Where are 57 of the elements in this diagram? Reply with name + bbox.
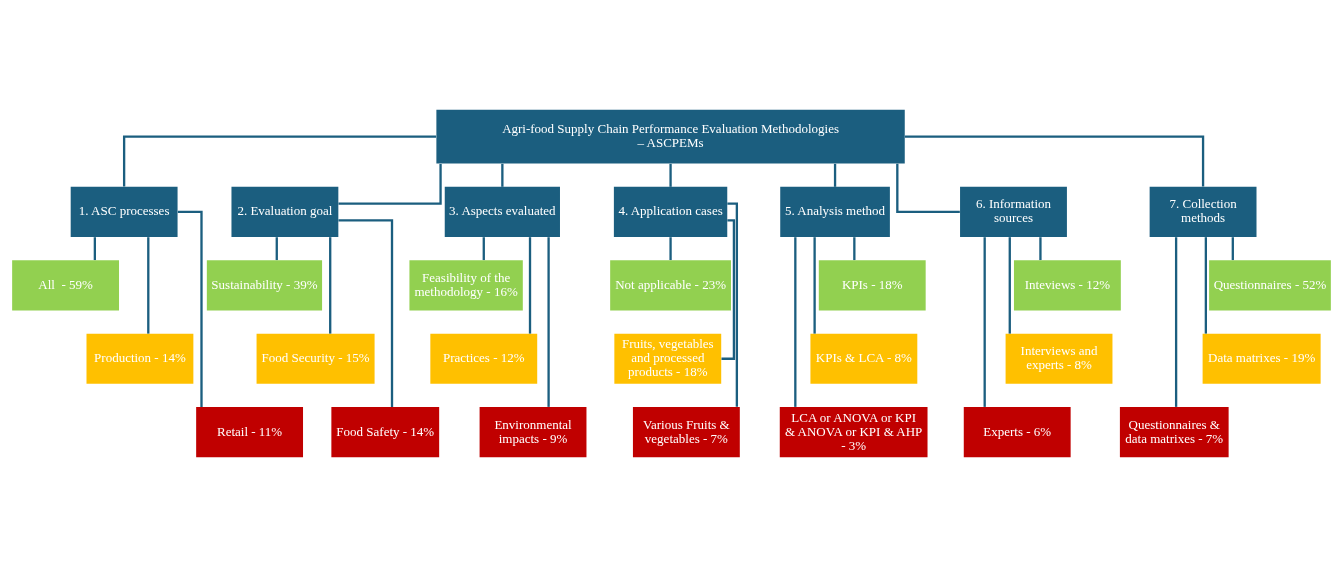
node-box: LCA or ANOVA or KPI & ANOVA or KPI & AHP - 3% xyxy=(779,407,928,458)
node-box: Environmental impacts - 9% xyxy=(479,407,587,458)
connector xyxy=(813,237,816,334)
connector xyxy=(669,237,672,261)
node-box: 2. Evaluation goal xyxy=(231,186,339,238)
node-box: Food Safety - 14% xyxy=(331,407,440,458)
node-box: 6. Information sources xyxy=(960,186,1067,238)
node-box: 3. Aspects evaluated xyxy=(444,186,560,238)
node-box: KPIs - 18% xyxy=(818,260,926,311)
connector xyxy=(482,237,485,261)
connector xyxy=(794,237,797,407)
connector xyxy=(669,163,672,187)
node-box: All - 59% xyxy=(12,260,119,311)
node-box: Inteviews - 12% xyxy=(1013,260,1121,311)
connector xyxy=(547,237,550,407)
connector xyxy=(338,219,394,408)
node-box: 1. ASC processes xyxy=(70,186,178,238)
node-box: Experts - 6% xyxy=(963,407,1071,458)
connector xyxy=(122,135,437,187)
node-box: Various Fruits & vegetables - 7% xyxy=(632,407,740,458)
connector xyxy=(727,202,738,407)
node-box: Interviews and experts - 8% xyxy=(1005,333,1113,384)
connector xyxy=(528,237,532,334)
node-box: Production - 14% xyxy=(86,333,194,384)
connector xyxy=(1008,237,1011,334)
connector xyxy=(1174,237,1178,407)
node-box: Agri-food Supply Chain Performance Evaluation Methodologies – ASCPEMs xyxy=(436,109,905,164)
node-box: 4. Application cases xyxy=(613,186,728,238)
node-box: Fruits, vegetables and processed products - 18% xyxy=(614,333,722,384)
connector xyxy=(93,237,96,261)
connector xyxy=(904,135,1205,187)
node-box: 7. Collection methods xyxy=(1149,186,1257,238)
connector xyxy=(833,163,837,187)
connector xyxy=(147,237,150,334)
connector xyxy=(1039,237,1042,261)
node-box: Feasibility of the methodology - 16% xyxy=(409,260,523,311)
node-box: KPIs & LCA - 8% xyxy=(810,333,918,384)
node-box: Data matrixes - 19% xyxy=(1202,333,1321,384)
connector xyxy=(853,237,856,261)
connector xyxy=(275,237,278,261)
connector xyxy=(501,163,504,187)
connector xyxy=(896,163,960,214)
node-box: Retail - 11% xyxy=(196,407,303,458)
node-box: Questionnaires - 52% xyxy=(1209,260,1331,311)
connector xyxy=(1231,237,1234,261)
connector xyxy=(177,210,203,407)
connector xyxy=(338,163,442,205)
connector xyxy=(721,219,736,360)
connector xyxy=(983,237,986,407)
node-box: Sustainability - 39% xyxy=(206,260,323,311)
node-box: Questionnaires & data matrixes - 7% xyxy=(1119,407,1229,458)
connector xyxy=(329,237,332,334)
node-box: 5. Analysis method xyxy=(780,186,890,238)
connector xyxy=(1204,237,1207,334)
node-box: Not applicable - 23% xyxy=(610,260,731,311)
node-box: Practices - 12% xyxy=(430,333,538,384)
node-box: Food Security - 15% xyxy=(256,333,375,384)
